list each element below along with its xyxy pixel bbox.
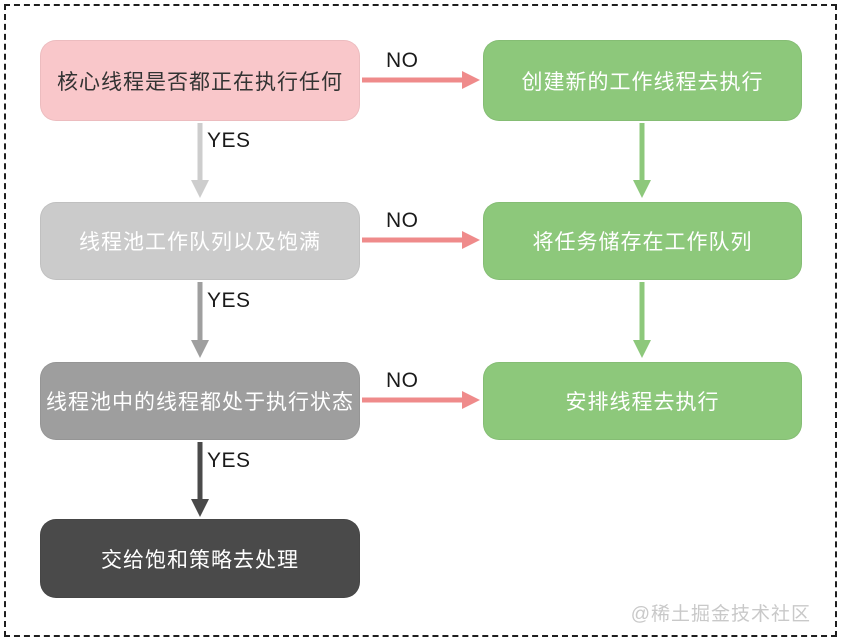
edge-label-yes-2: YES bbox=[207, 289, 251, 312]
node-create-worker-thread: 创建新的工作线程去执行 bbox=[483, 40, 802, 121]
edge-label-no-1: NO bbox=[386, 49, 419, 72]
arrow-store-task-to-schedule bbox=[633, 282, 651, 358]
arrow-create-worker-to-store-task bbox=[633, 123, 651, 198]
node-all-threads-running-question: 线程池中的线程都处于执行状态 bbox=[40, 362, 360, 440]
watermark-text: @稀土掘金技术社区 bbox=[630, 604, 811, 625]
arrow-no-to-store-task bbox=[362, 231, 480, 249]
node-store-task-in-queue: 将任务储存在工作队列 bbox=[483, 202, 802, 280]
edge-label-no-3: NO bbox=[386, 369, 419, 392]
node-core-threads-question: 核心线程是否都正在执行任何 bbox=[40, 40, 360, 121]
edge-label-no-2: NO bbox=[386, 209, 419, 232]
edge-label-yes-3: YES bbox=[207, 449, 251, 472]
node-saturation-policy: 交给饱和策略去处理 bbox=[40, 519, 360, 598]
edge-label-yes-1: YES bbox=[207, 129, 251, 152]
arrow-yes-to-queue-check bbox=[191, 123, 209, 198]
arrow-no-to-schedule bbox=[362, 391, 480, 409]
node-work-queue-question: 线程池工作队列以及饱满 bbox=[40, 202, 360, 280]
arrow-no-to-create-worker bbox=[362, 71, 480, 89]
node-schedule-thread-run: 安排线程去执行 bbox=[483, 362, 802, 440]
arrow-yes-to-threads-check bbox=[191, 282, 209, 358]
arrow-yes-to-saturation-policy bbox=[191, 442, 209, 517]
